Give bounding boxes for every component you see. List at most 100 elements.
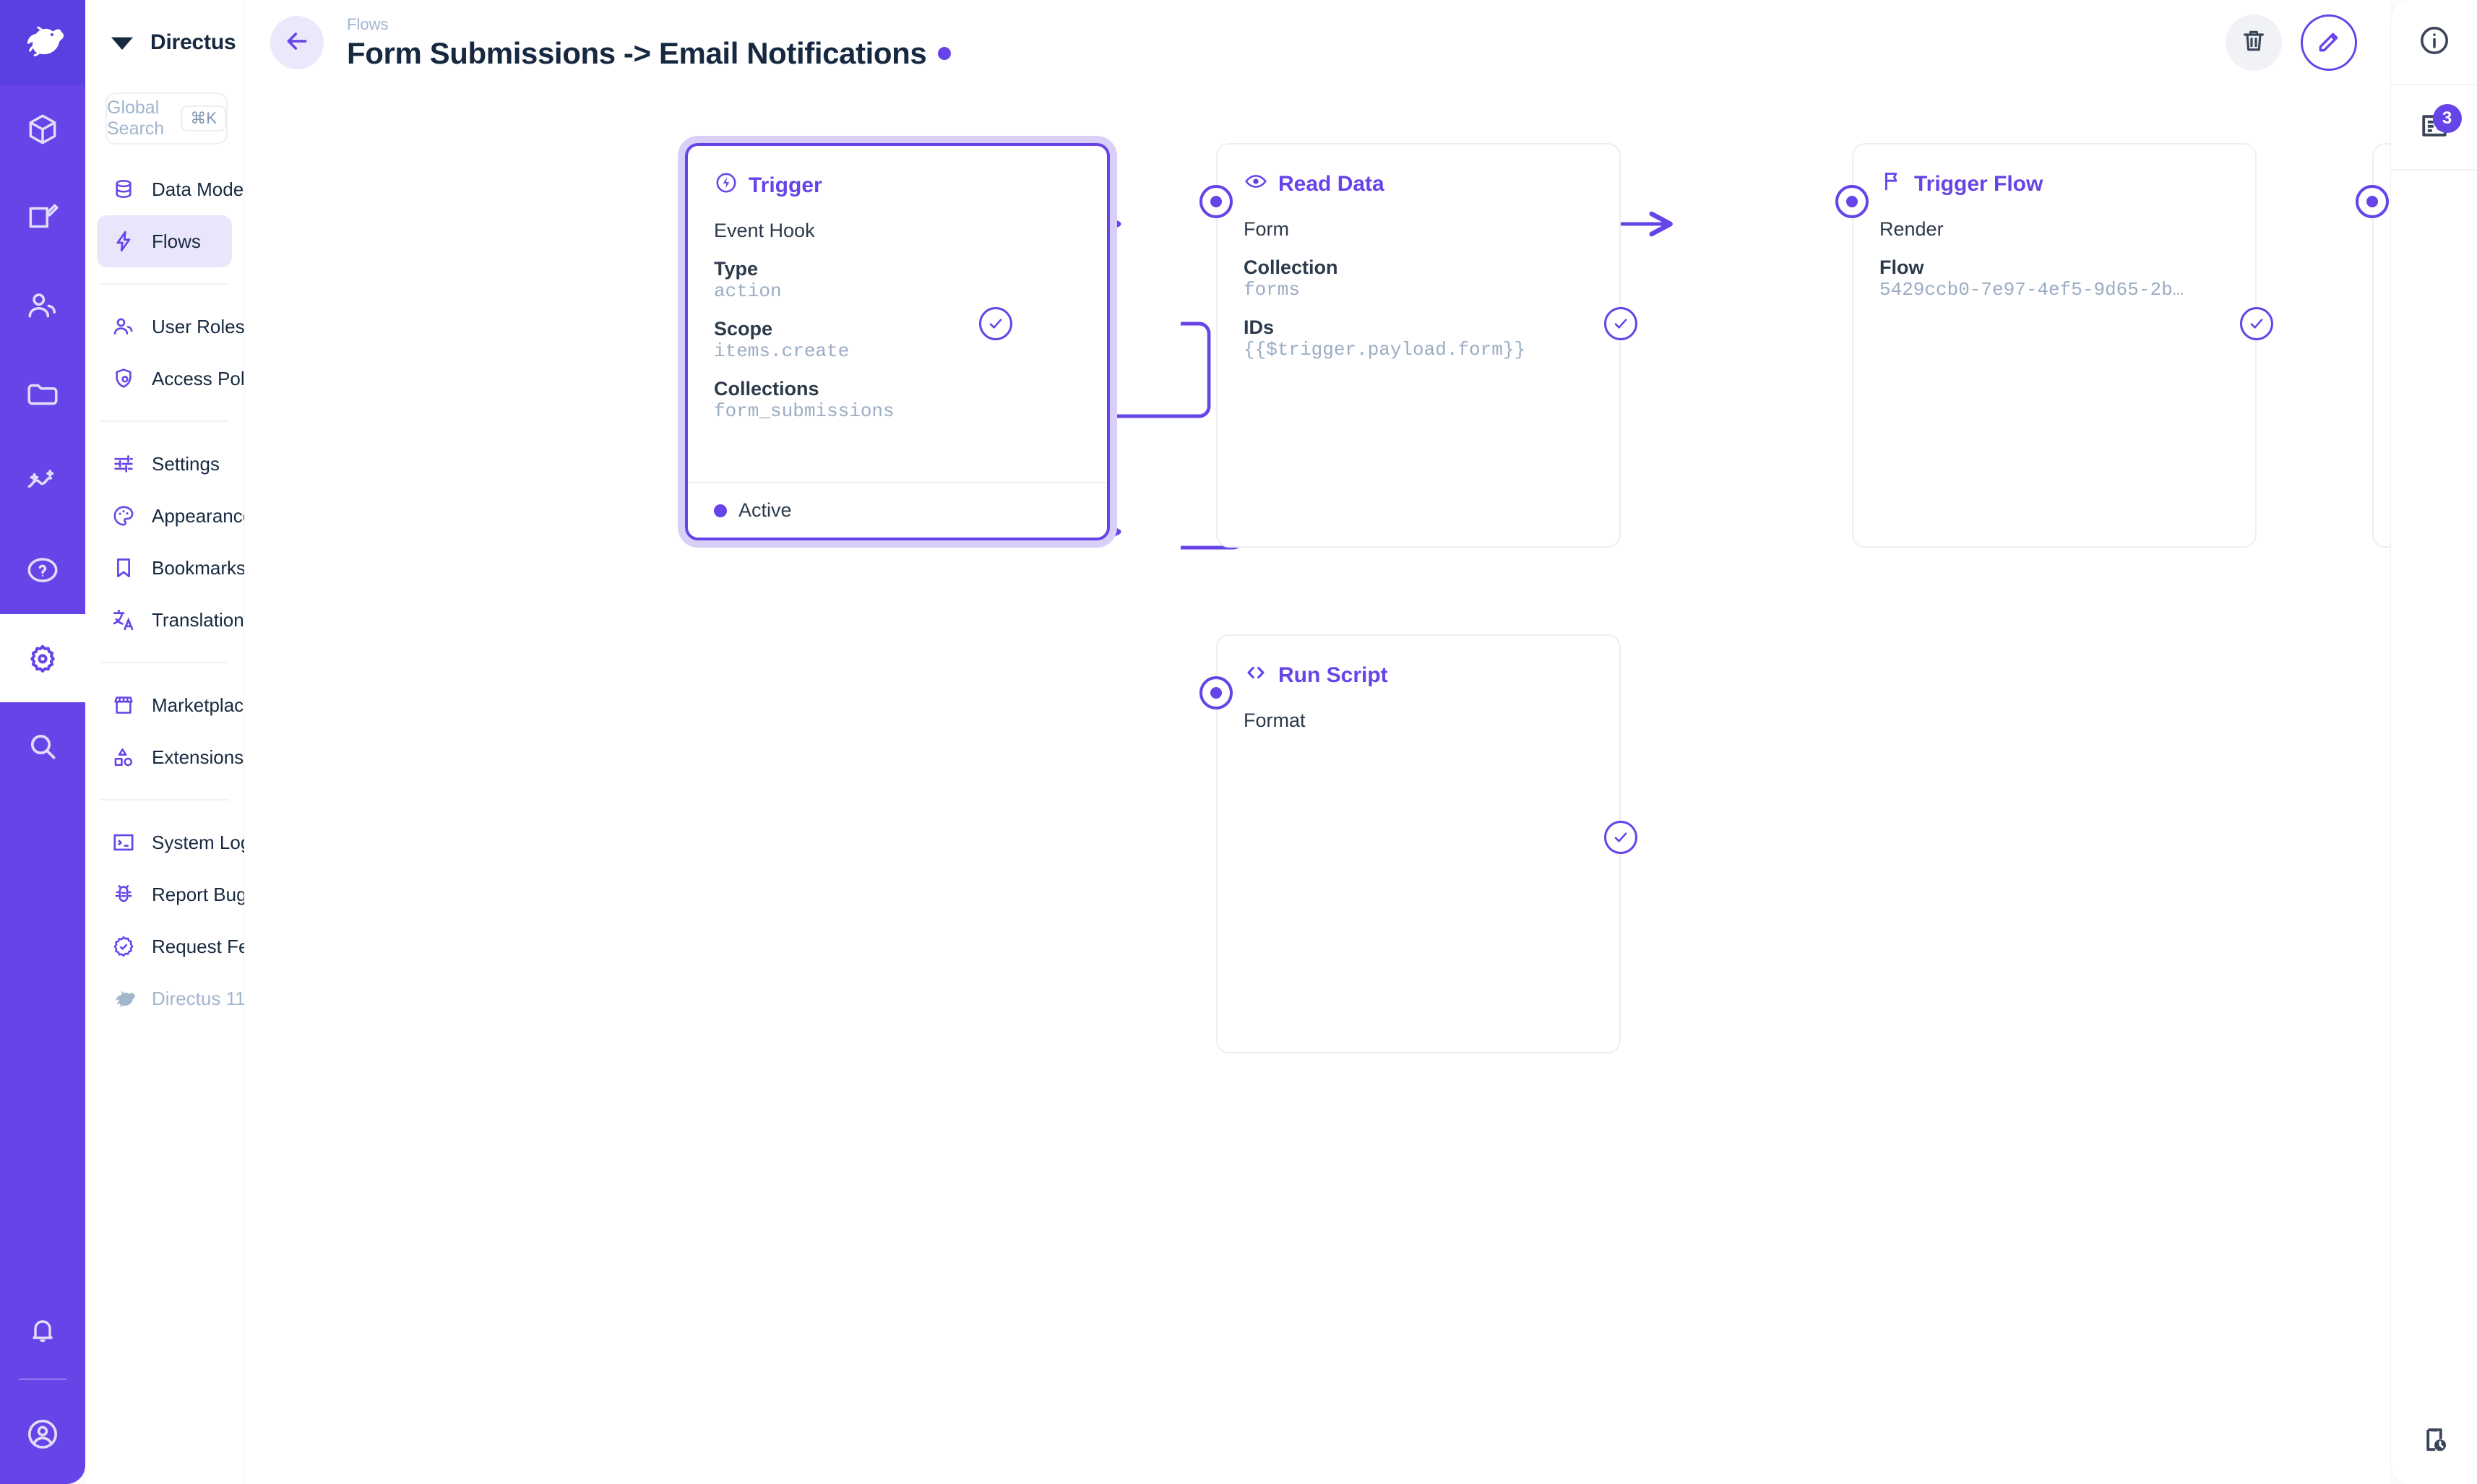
active-status-dot xyxy=(714,504,727,517)
rail-item-notifications[interactable] xyxy=(0,1286,85,1374)
rail-item-settings[interactable] xyxy=(0,614,85,702)
info-circle-icon xyxy=(2417,23,2452,61)
people-icon xyxy=(25,288,61,324)
sidebar-divider xyxy=(100,283,229,285)
node-subtitle: Form xyxy=(1244,218,1289,240)
sidebar-item-settings[interactable]: Settings xyxy=(97,438,232,490)
people-icon xyxy=(110,313,137,340)
sidebar-item-access-policies[interactable]: Access Policies xyxy=(97,353,283,405)
sidebar-item-label: Report Bug xyxy=(152,883,247,905)
page-header: Flows Form Submissions -> Email Notifica… xyxy=(244,0,2390,85)
sidebar-item-label: Flows xyxy=(152,230,201,252)
info-button[interactable] xyxy=(2390,0,2477,85)
edit-square-icon xyxy=(25,199,61,236)
bug-icon xyxy=(110,881,137,908)
field-value: 5429ccb0-7e97-4ef5-9d65-2b… xyxy=(1879,279,2184,301)
port-out-trigger-flow-render[interactable] xyxy=(2240,307,2273,340)
sidebar-item-label: Settings xyxy=(152,452,220,475)
sidebar-item-extensions[interactable]: Extensions xyxy=(97,731,244,783)
gear-icon xyxy=(25,640,61,676)
node-title-row: Trigger Flow xyxy=(1879,169,2229,199)
breadcrumb[interactable]: Flows xyxy=(347,15,389,34)
port-core xyxy=(1210,196,1222,207)
global-search-input[interactable]: Global Search ⌘K xyxy=(105,92,228,144)
sidebar-item-report-bug[interactable]: Report Bug xyxy=(97,868,247,920)
page-title: Form Submissions -> Email Notifications xyxy=(347,35,927,70)
delete-flow-button[interactable] xyxy=(2226,14,2282,71)
active-status-label: Active xyxy=(738,499,792,521)
module-rail xyxy=(0,0,85,1484)
port-out-run-script[interactable] xyxy=(1604,821,1637,854)
flow-node-trigger-flow-render[interactable]: Trigger Flow Render Flow 5429ccb0-7e97-4… xyxy=(1852,143,2257,548)
sidebar-item-marketplace[interactable]: Marketplace Beta xyxy=(97,679,322,731)
sidebar-item-bookmarks[interactable]: Bookmarks xyxy=(97,542,246,594)
sidebar-item-system-logs[interactable]: System Logs xyxy=(97,816,260,868)
port-out-trigger[interactable] xyxy=(979,307,1012,340)
bookmark-icon xyxy=(110,554,137,582)
flow-node-read-data[interactable]: Read Data Form Collection forms IDs {{$t… xyxy=(1216,143,1621,548)
sidebar-item-label: System Logs xyxy=(152,831,261,853)
directus-logo-button[interactable] xyxy=(0,0,85,85)
rail-item-insights[interactable] xyxy=(0,438,85,526)
field-key: Type xyxy=(714,258,759,280)
sidebar-divider xyxy=(100,420,229,422)
edit-flow-button[interactable] xyxy=(2301,14,2357,71)
lightning-icon xyxy=(110,228,137,255)
rail-item-content[interactable] xyxy=(0,85,85,173)
sidebar-item-label: Extensions xyxy=(152,746,244,768)
clipboard-clock-icon xyxy=(2417,1423,2452,1461)
node-title-row: Trigger xyxy=(714,171,1081,201)
rail-item-users[interactable] xyxy=(0,262,85,350)
global-search-shortcut: ⌘K xyxy=(181,105,226,131)
brand-name: Directus xyxy=(150,30,236,54)
logs-button[interactable]: 3 xyxy=(2390,85,2477,171)
rail-item-editor[interactable] xyxy=(0,173,85,262)
node-subtitle: Event Hook xyxy=(714,220,815,241)
sliders-icon xyxy=(110,450,137,478)
flow-node-trigger[interactable]: Trigger Event Hook Type action Scope ite… xyxy=(685,143,1110,540)
node-title-row: Run Script xyxy=(1244,660,1593,691)
node-title: Run Script xyxy=(1278,663,1388,687)
sidebar-item-label: Bookmarks xyxy=(152,556,246,579)
field-key: Collections xyxy=(714,378,819,400)
question-circle-icon xyxy=(25,552,61,588)
code-brackets-icon xyxy=(1244,660,1268,691)
node-title: Trigger Flow xyxy=(1914,172,2043,196)
port-in-run-script[interactable] xyxy=(1199,676,1233,709)
shapes-icon xyxy=(110,743,137,771)
trash-icon xyxy=(2239,27,2268,59)
flow-node-run-script[interactable]: Run Script Format xyxy=(1216,634,1621,1053)
shield-user-icon xyxy=(110,365,137,392)
lightning-circle-icon xyxy=(714,171,738,201)
port-out-read-data[interactable] xyxy=(1604,307,1637,340)
back-button[interactable] xyxy=(270,16,324,69)
bell-icon xyxy=(25,1313,60,1347)
field-value: action xyxy=(714,280,782,302)
sidebar-group-1: Data Model Flows xyxy=(85,144,248,267)
port-in-read-data[interactable] xyxy=(1199,185,1233,218)
field-value: items.create xyxy=(714,340,850,362)
activity-button[interactable] xyxy=(2391,1399,2477,1484)
sidebar-item-appearance[interactable]: Appearance xyxy=(97,490,253,542)
sidebar-divider xyxy=(100,662,229,663)
global-search-placeholder: Global Search xyxy=(107,98,165,139)
sidebar-item-user-roles[interactable]: User Roles xyxy=(97,301,245,353)
field-key: Scope xyxy=(714,318,773,340)
flow-canvas[interactable]: Trigger Event Hook Type action Scope ite… xyxy=(244,85,2390,1484)
sidebar-item-data-model[interactable]: Data Model xyxy=(97,163,248,215)
flag-icon xyxy=(1879,169,1904,199)
sidebar-item-translations[interactable]: Translations xyxy=(97,594,254,646)
sidebar-group-4: Marketplace Beta Extensions xyxy=(85,679,322,783)
rail-item-search[interactable] xyxy=(0,702,85,790)
rail-item-docs[interactable] xyxy=(0,526,85,614)
port-in-trigger-flow-send[interactable] xyxy=(2356,185,2389,218)
rail-item-files[interactable] xyxy=(0,350,85,438)
port-in-trigger-flow-render[interactable] xyxy=(1835,185,1869,218)
sidebar-item-label: User Roles xyxy=(152,315,245,337)
rail-item-account[interactable] xyxy=(0,1384,85,1484)
sidebar-item-request-feature[interactable]: Request Feature xyxy=(97,920,292,972)
node-subtitle: Render xyxy=(1879,218,1944,240)
sidebar-item-flows[interactable]: Flows xyxy=(97,215,232,267)
sidebar-header: Directus xyxy=(85,0,244,85)
database-icon xyxy=(110,176,137,203)
